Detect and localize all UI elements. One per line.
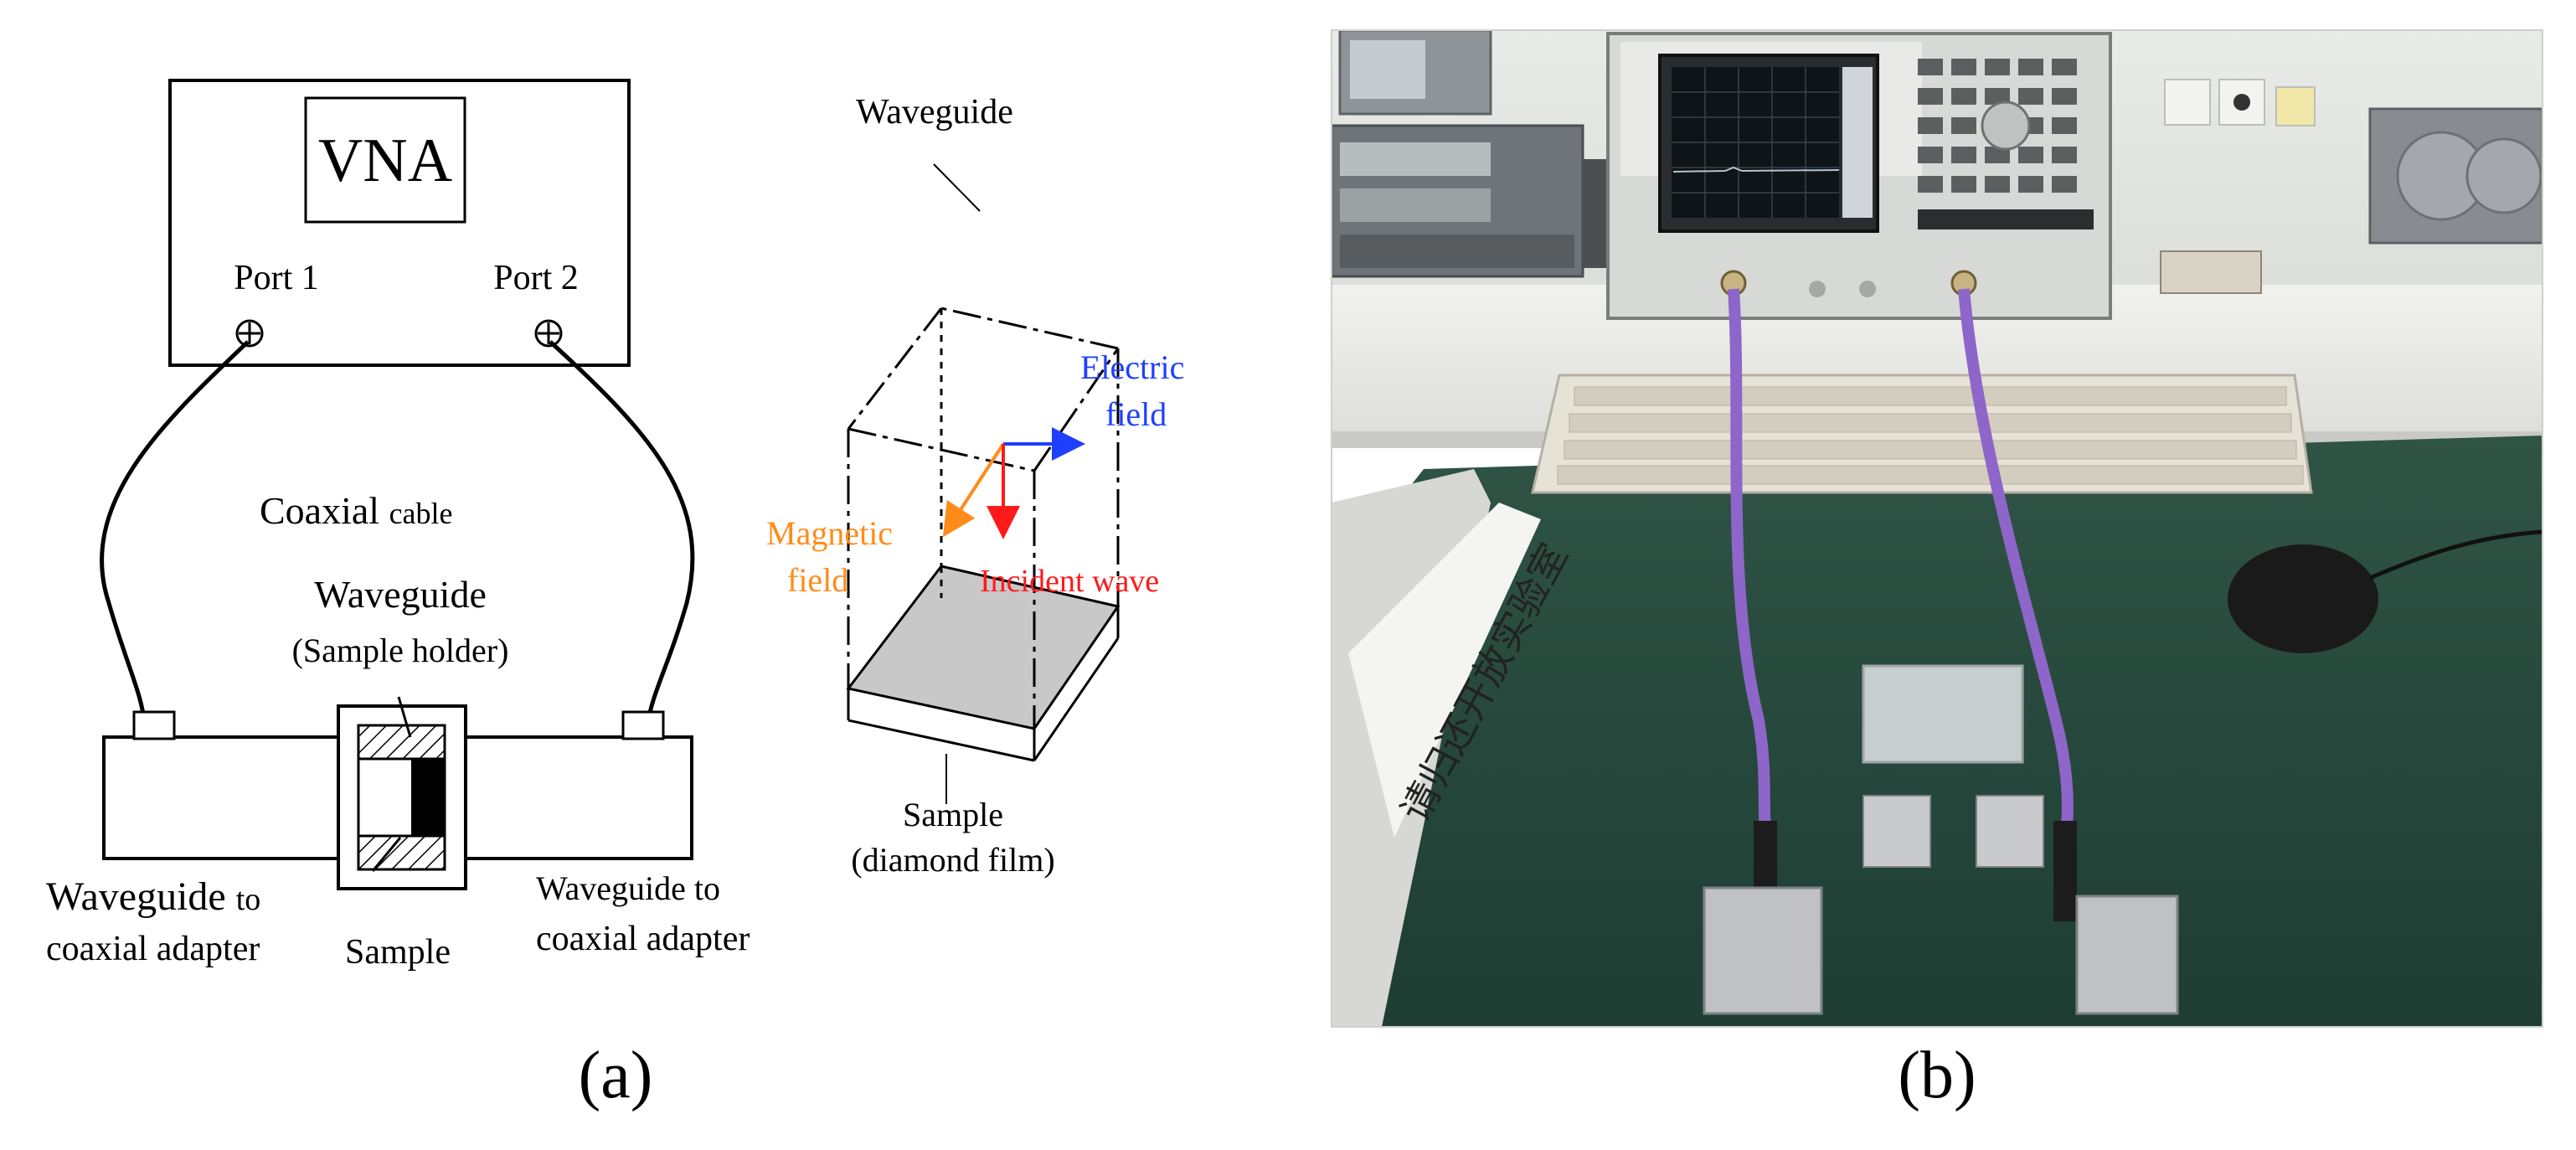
- waveguide-adapter-right: [2075, 895, 2179, 1015]
- holder-label-1: Waveguide: [314, 573, 487, 616]
- sample-slab: [411, 759, 445, 836]
- left-adapter-label-2: coaxial adapter: [46, 930, 260, 968]
- magnetic-label-1: Magnetic: [766, 514, 893, 552]
- panel-b-photo: 请归还开放实验室: [1331, 29, 2543, 1112]
- sample-label: Sample: [345, 933, 451, 972]
- box-title: Waveguide: [856, 93, 1013, 132]
- sample-box-label-1: Sample: [903, 796, 1003, 833]
- right-adapter-label-1: Waveguide to: [536, 869, 720, 907]
- cable-right: [1958, 288, 2074, 830]
- magnetic-label-2: field: [787, 561, 848, 599]
- waveguide-piece-1: [1862, 795, 1931, 868]
- waveguide-piece-2: [1976, 795, 2044, 868]
- caption-a: (a): [579, 1039, 653, 1112]
- caption-b: (b): [1898, 1039, 1976, 1112]
- sample-holder: [337, 696, 467, 890]
- port1-connector: [235, 319, 264, 348]
- adapter-right: [464, 735, 693, 860]
- port1-label: Port 1: [234, 259, 319, 297]
- waveguide-box-3d: [846, 163, 1121, 804]
- right-adapter-label-2: coaxial adapter: [536, 920, 750, 958]
- keyboard: [1531, 374, 2313, 494]
- electric-label-1: Electric: [1080, 348, 1184, 386]
- vna-screen: [304, 96, 466, 224]
- electric-label-2: field: [1105, 395, 1167, 433]
- panel-a-schematic: VNA Port 1 Port 2 Coaxial cable Waveguid…: [46, 79, 1184, 1112]
- adapter-left: [102, 735, 340, 860]
- port2-connector: [534, 319, 563, 348]
- wall-outlet-1: [2164, 79, 2211, 126]
- sample-box-label-2: (diamond film): [851, 841, 1054, 879]
- vna-instrument: [1606, 32, 2112, 320]
- mouse: [2228, 544, 2378, 653]
- left-adapter-label-1: Waveguide to: [46, 874, 260, 919]
- coax-cable-label: Coaxial cable: [260, 489, 453, 532]
- magnetic-field-arrow: [942, 442, 1005, 538]
- port2-label: Port 2: [493, 259, 579, 297]
- vna-label: VNA: [318, 126, 452, 195]
- incident-label: Incident wave: [980, 564, 1159, 599]
- desk-adapter-box: [2160, 250, 2262, 294]
- coax-cable-left: [100, 340, 250, 723]
- waveguide-adapter-left: [1703, 886, 1823, 1015]
- adapter-left-connector: [132, 710, 176, 740]
- calibration-kit-box: [1862, 664, 2024, 764]
- wall-outlet-3: [2275, 86, 2316, 126]
- cable-left: [1728, 288, 1771, 830]
- adapter-right-connector: [621, 710, 665, 740]
- sign-strip: [1348, 503, 1541, 838]
- holder-label-2: (Sample holder): [292, 632, 509, 669]
- coax-cable-right: [549, 340, 695, 723]
